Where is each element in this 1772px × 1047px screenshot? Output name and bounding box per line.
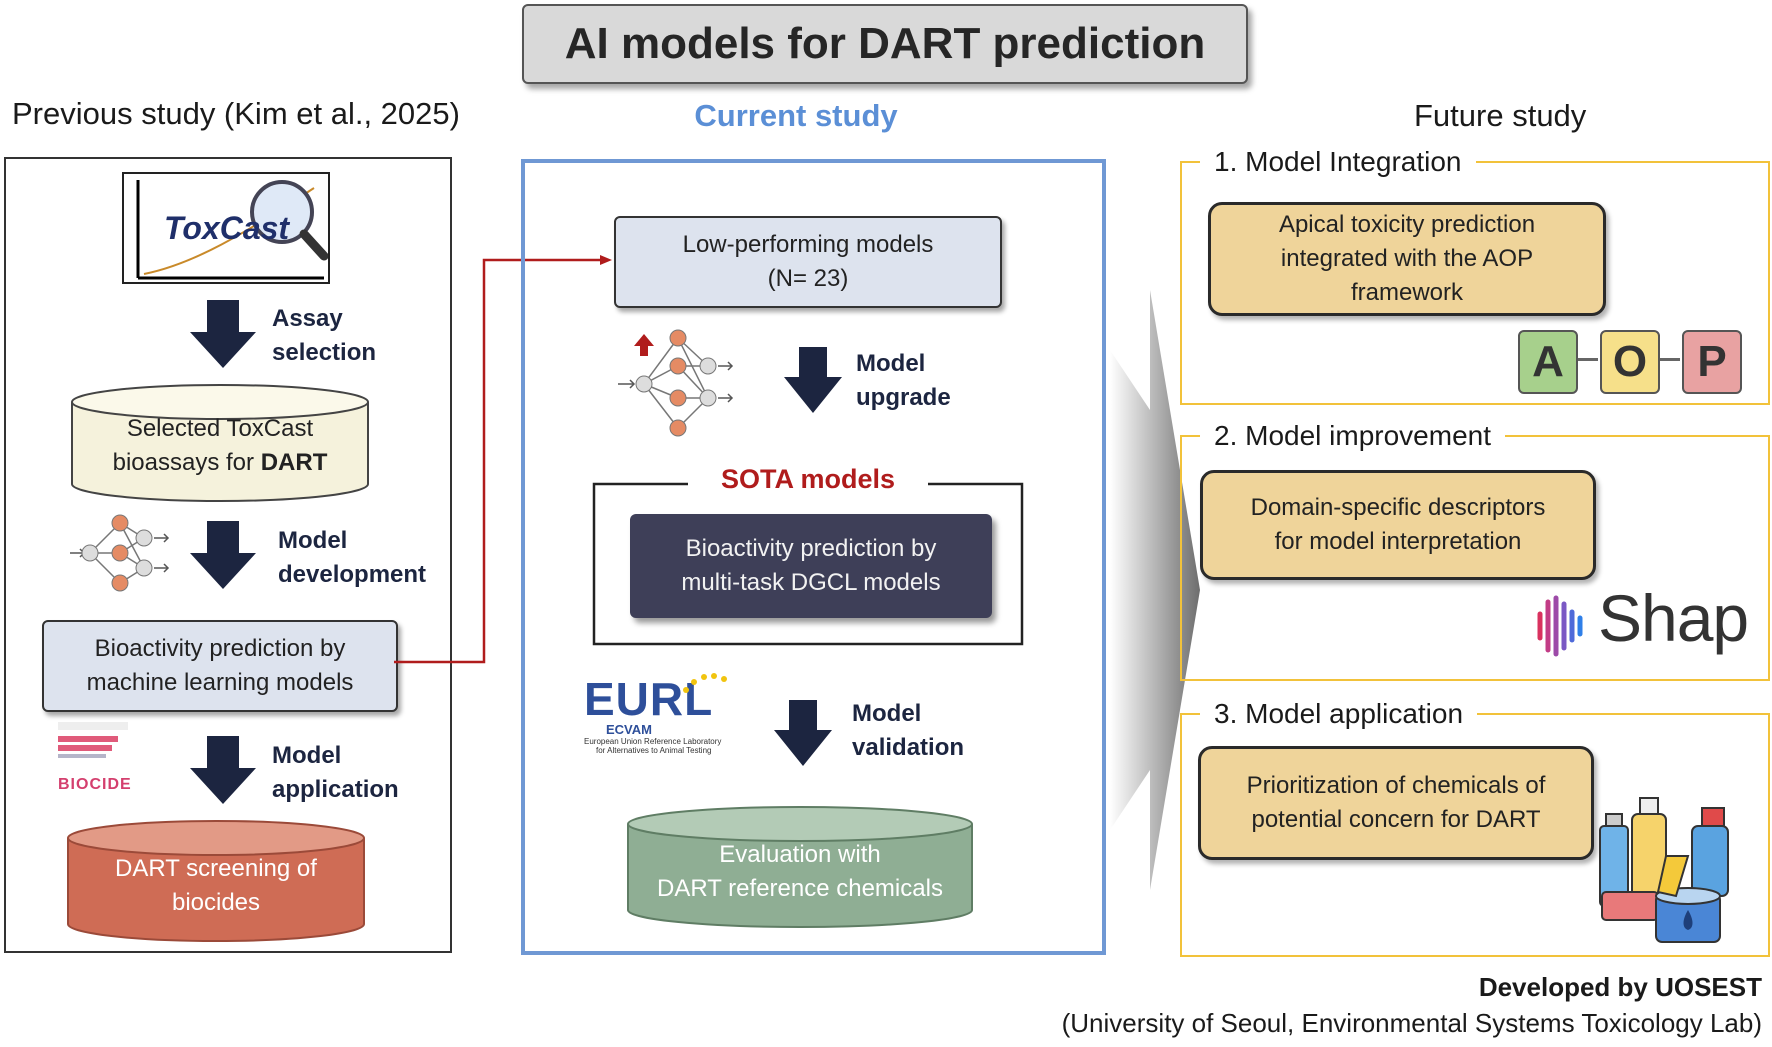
model-application-arrow [190,736,256,804]
eurl-caption-1: European Union Reference Laboratory [584,737,722,746]
future-panel-3-title: 3. Model application [1200,698,1478,730]
consumer-products-icon [1599,797,1729,943]
toxcast-bioassays-cylinder [71,384,369,502]
model-development-arrow [190,521,256,589]
assay-selection-arrow [190,300,256,368]
shap-logo-text: Shap [1598,581,1749,655]
aop-letter-p: P [1682,330,1742,394]
cylinder1-text: Selected ToxCast bioassays for DART [112,415,328,476]
connector-line [394,255,612,664]
current-study-heading: Current study [694,98,898,133]
current-study-panel [521,159,1106,955]
eurl-logo-text: EURL [584,673,714,725]
aop-connector-2 [1660,358,1680,361]
evaluation-cylinder [627,806,973,928]
aop-letter-o: O [1600,330,1660,394]
ecvam-text: ECVAM [606,722,652,737]
footer-lab: (University of Seoul, Environmental Syst… [1061,1008,1762,1038]
neural-network-icon [70,514,170,592]
eurl-ecvam-logo: EURL ECVAM European Union Reference Labo… [584,676,744,766]
toxcast-logo-graphic [136,180,328,280]
sota-models-title: SOTA models [720,464,896,494]
diagram-title: AI models for DART prediction [522,4,1248,84]
model-validation-arrow [774,700,832,766]
eu-stars [683,673,727,693]
aop-connector-1 [1578,358,1598,361]
shap-logo-icon [1537,595,1583,657]
previous-study-panel [4,157,452,953]
footer-developer: Developed by UOSEST [1478,972,1762,1002]
future-panel-1-title: 1. Model Integration [1200,146,1476,178]
aop-icon: A O P [1518,330,1742,394]
future-study-heading: Future study [1414,98,1587,133]
model-upgrade-arrow [784,347,842,413]
toxcast-logo: ToxCast [122,172,330,284]
aop-letter-a: A [1518,330,1578,394]
biocide-guideline-thumbnail: BIOCIDE [58,722,156,812]
upgraded-neural-network-icon [618,329,734,437]
low-performing-models-box: Low-performing models(N= 23) [614,216,1002,308]
toxcast-logo-text: ToxCast [164,210,290,246]
eurl-caption-2: for Alternatives to Animal Testing [596,746,712,755]
dart-screening-cylinder [67,820,365,942]
transition-arrow [1110,290,1200,890]
previous-study-heading: Previous study (Kim et al., 2025) [12,96,460,131]
sota-frame [592,482,1024,646]
future-panel-2-title: 2. Model improvement [1200,420,1506,452]
